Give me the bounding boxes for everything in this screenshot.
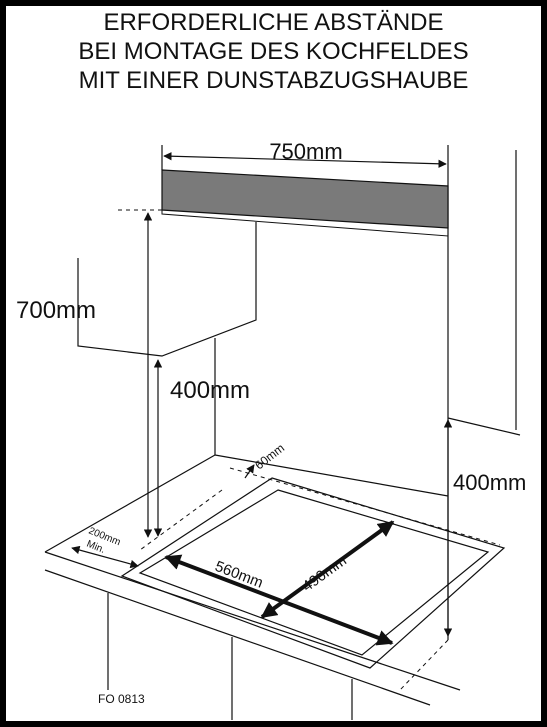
cutout-depth-label: 490mm (299, 552, 349, 595)
left-clearance-dashed (139, 489, 223, 551)
hood-height-label: 400mm (170, 377, 250, 404)
figure-code: FO 0813 (98, 692, 145, 706)
hood-underside (161, 210, 449, 237)
right-clearance-dashed (399, 639, 449, 691)
title-line-1: ERFORDERLICHE ABSTÄNDE (103, 9, 444, 36)
extractor-hood (161, 169, 449, 229)
cutout-depth-arrow (260, 520, 395, 619)
worktop-left-edge (44, 454, 216, 553)
wall-cabinet-outline (77, 222, 257, 357)
title-line-3: MIT EINER DUNSTABZUGSHAUBE (78, 67, 469, 94)
title-line-2: BEI MONTAGE DES KOCHFELDES (78, 38, 469, 65)
front-clearance-arrow (71, 545, 139, 569)
worktop-back-edge (214, 454, 449, 497)
right-cabinet-bottom-line (447, 417, 521, 436)
hob-cutout-inner (138, 489, 490, 656)
rear-clearance-dashed (229, 467, 501, 546)
hood-width-arrow (163, 152, 447, 168)
hob-cutout-outer (120, 477, 506, 669)
diagram-title: ERFORDERLICHE ABSTÄNDE BEI MONTAGE DES K… (0, 8, 547, 95)
rear-clearance-label: 60mm (252, 441, 287, 473)
rear-clearance-arrow (244, 464, 255, 479)
side-clearance-label: 400mm (453, 470, 526, 495)
cabinet-height-label: 700mm (16, 297, 96, 324)
hood-width-label: 750mm (269, 139, 342, 164)
